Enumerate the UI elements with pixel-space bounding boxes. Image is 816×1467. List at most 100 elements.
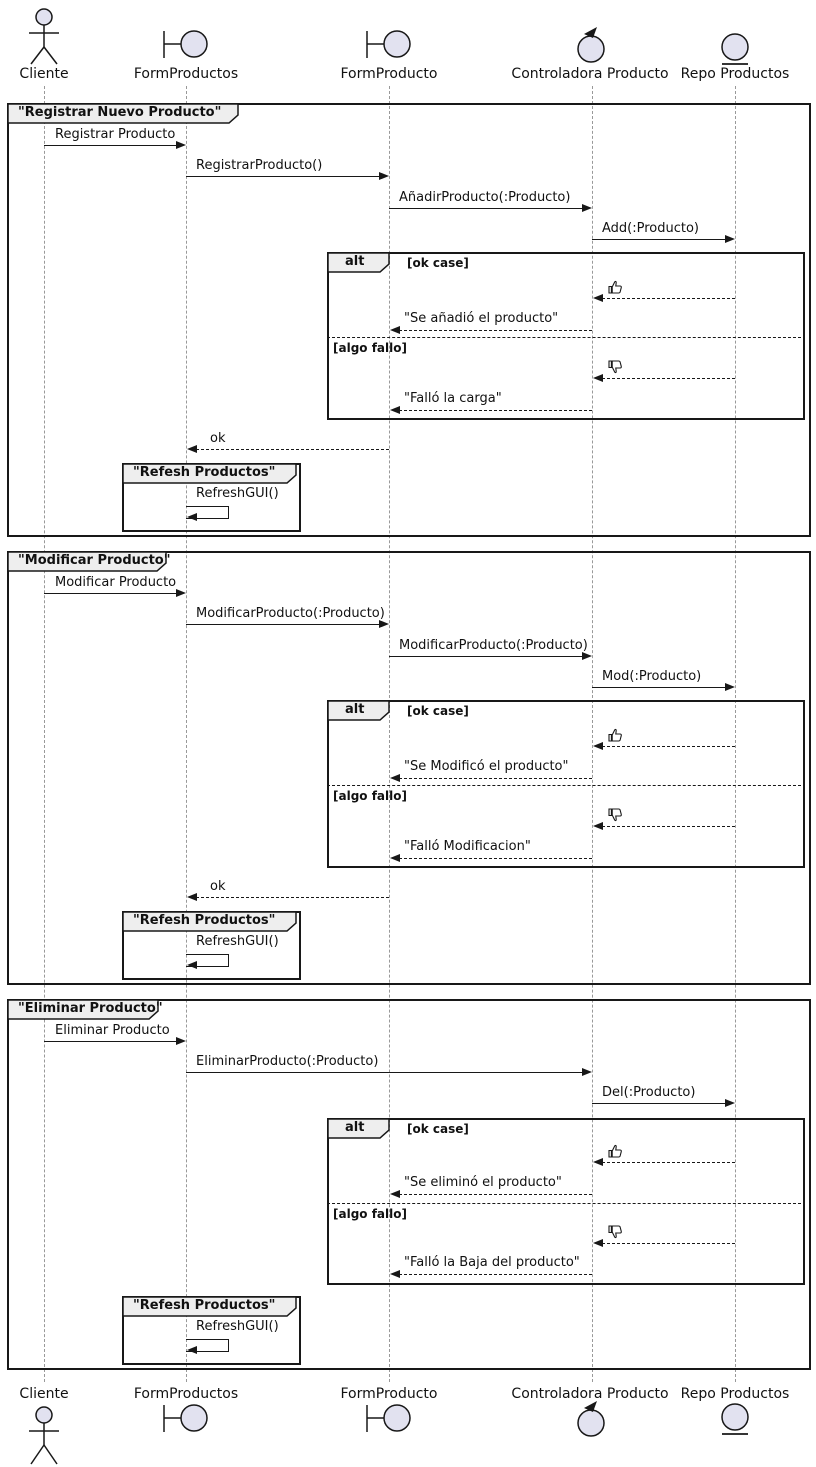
message-label: Mod(:Producto) <box>602 669 702 684</box>
entity-icon <box>721 1403 749 1435</box>
message-label: "Se eliminó el producto" <box>404 1175 562 1190</box>
thumb-up-icon <box>608 1144 622 1158</box>
participant-label-formproducto: FormProducto <box>340 66 438 82</box>
frame-registrar <box>7 103 811 537</box>
message-label: ModificarProducto(:Producto) <box>399 638 588 653</box>
return-arrow <box>602 1162 735 1163</box>
guard-label: [ok case] <box>407 704 469 718</box>
participant-label-controladora: Controladora Producto <box>511 66 669 82</box>
participant-label-repo: Repo Productos <box>680 66 790 82</box>
guard-label: [algo fallo] <box>333 341 407 355</box>
refresh-frame-tab: "Refesh Productos" <box>122 1296 297 1317</box>
refresh-frame-tab: "Refesh Productos" <box>122 463 297 484</box>
frame-title: "Modificar Producto" <box>18 553 171 568</box>
alt-operator-tab: alt <box>327 252 390 273</box>
alt-fragment <box>327 700 805 868</box>
message-arrow <box>389 208 583 209</box>
participant-label-repo: Repo Productos <box>680 1386 790 1402</box>
participant-label-formproductos: FormProductos <box>133 1386 239 1402</box>
frame-eliminar <box>7 999 811 1370</box>
actor-icon <box>29 1406 59 1465</box>
message-arrow <box>389 656 583 657</box>
message-arrow <box>44 1041 177 1042</box>
message-label: RegistrarProducto() <box>196 158 323 173</box>
message-label: Del(:Producto) <box>602 1085 696 1100</box>
return-arrow <box>399 1194 592 1195</box>
alt-operator-label: alt <box>345 254 365 269</box>
participant-label-cliente: Cliente <box>19 66 69 82</box>
alt-divider <box>327 337 801 338</box>
thumb-up-icon <box>608 280 622 294</box>
message-arrow <box>186 624 380 625</box>
message-label: RefreshGUI() <box>196 934 279 949</box>
boundary-icon <box>163 30 208 58</box>
alt-operator-tab: alt <box>327 700 390 721</box>
return-arrow <box>399 858 592 859</box>
return-arrow <box>399 410 592 411</box>
frame-modificar <box>7 551 811 985</box>
message-label: Eliminar Producto <box>55 1023 170 1038</box>
return-arrow <box>602 298 735 299</box>
message-label: AñadirProducto(:Producto) <box>399 190 571 205</box>
message-label: "Se añadió el producto" <box>404 311 559 326</box>
thumb-down-icon <box>608 1225 622 1239</box>
participant-label-formproducto: FormProducto <box>340 1386 438 1402</box>
lifeline-formproducto <box>389 86 390 1382</box>
boundary-icon <box>366 30 411 58</box>
alt-operator-tab: alt <box>327 1118 390 1139</box>
alt-fragment <box>327 1118 805 1285</box>
control-icon <box>577 27 605 63</box>
message-label: RefreshGUI() <box>196 486 279 501</box>
return-arrow <box>602 826 735 827</box>
return-arrow <box>196 449 389 450</box>
message-label: "Falló la Baja del producto" <box>404 1255 580 1270</box>
message-arrow <box>592 239 726 240</box>
message-label: "Se Modificó el producto" <box>404 759 569 774</box>
self-message <box>186 954 229 967</box>
message-label: "Falló la carga" <box>404 391 502 406</box>
participant-label-formproductos: FormProductos <box>133 66 239 82</box>
boundary-icon <box>163 1404 208 1432</box>
return-arrow <box>399 330 592 331</box>
message-label: RefreshGUI() <box>196 1319 279 1334</box>
thumb-down-icon <box>608 808 622 822</box>
return-arrow <box>399 778 592 779</box>
frame-title: "Refesh Productos" <box>133 465 276 480</box>
message-label: ModificarProducto(:Producto) <box>196 606 385 621</box>
frame-modificar-tab: "Modificar Producto" <box>7 551 171 572</box>
alt-divider <box>327 785 801 786</box>
entity-icon <box>721 33 749 65</box>
frame-title: "Registrar Nuevo Producto" <box>18 105 222 120</box>
participant-label-cliente: Cliente <box>19 1386 69 1402</box>
frame-title: "Refesh Productos" <box>133 1298 276 1313</box>
message-arrow <box>186 176 380 177</box>
return-arrow <box>196 897 389 898</box>
frame-title: "Refesh Productos" <box>133 913 276 928</box>
message-label: "Falló Modificacion" <box>404 839 531 854</box>
thumb-down-icon <box>608 360 622 374</box>
lifeline-cliente <box>44 86 45 1382</box>
alt-operator-label: alt <box>345 702 365 717</box>
lifeline-repo <box>735 86 736 1382</box>
return-arrow <box>399 1274 592 1275</box>
message-label: EliminarProducto(:Producto) <box>196 1054 379 1069</box>
frame-registrar-tab: "Registrar Nuevo Producto" <box>7 103 239 124</box>
participant-label-controladora: Controladora Producto <box>511 1386 669 1402</box>
message-label: Registrar Producto <box>55 127 176 142</box>
actor-icon <box>29 8 59 65</box>
lifeline-formproductos <box>186 86 187 1382</box>
guard-label: [ok case] <box>407 1122 469 1136</box>
thumb-up-icon <box>608 728 622 742</box>
message-arrow <box>44 145 177 146</box>
message-label: ok <box>210 431 226 446</box>
message-arrow <box>186 1072 583 1073</box>
frame-eliminar-tab: "Eliminar Producto" <box>7 999 163 1020</box>
self-message <box>186 1339 229 1352</box>
message-label: ok <box>210 879 226 894</box>
message-arrow <box>592 1103 726 1104</box>
guard-label: [algo fallo] <box>333 1207 407 1221</box>
alt-fragment <box>327 252 805 420</box>
message-label: Add(:Producto) <box>602 221 700 236</box>
self-message <box>186 506 229 519</box>
